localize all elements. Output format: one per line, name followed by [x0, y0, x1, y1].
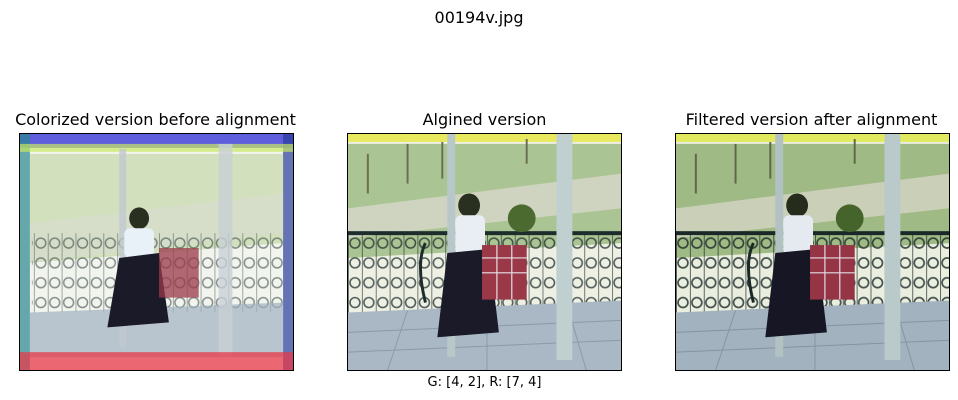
panel-title-filtered: Filtered version after alignment: [685, 110, 938, 129]
image-axes-before: [19, 133, 294, 371]
panel-title-before: Colorized version before alignment: [15, 110, 296, 129]
alignment-offsets-caption: G: [4, 2], R: [7, 4]: [427, 375, 542, 390]
veranda-woman-aligned-photo: [348, 134, 621, 370]
image-axes-aligned: [347, 133, 622, 371]
image-axes-filtered: [675, 133, 950, 371]
veranda-woman-misaligned-photo: [20, 134, 293, 370]
veranda-woman-filtered-photo: [676, 134, 949, 370]
panel-title-aligned: Algined version: [422, 110, 547, 129]
figure-suptitle: 00194v.jpg: [434, 8, 524, 27]
